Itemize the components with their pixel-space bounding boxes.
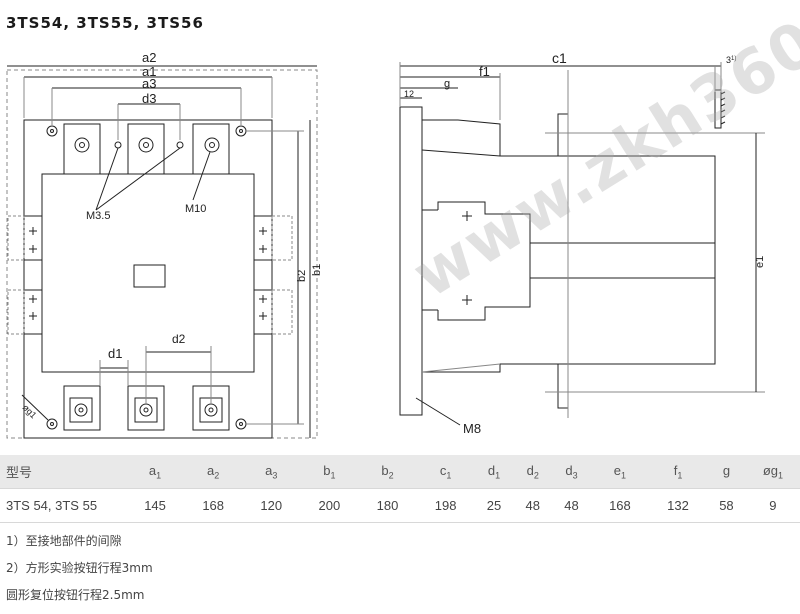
table-row: 3TS 54, 3TS 55 145 168 120 200 180 198 2… xyxy=(0,488,800,523)
header-cell: d2 xyxy=(513,455,553,489)
footnote-2: 2）方形实验按钮行程3mm xyxy=(6,561,153,575)
header-cell: c1 xyxy=(416,455,475,489)
page-title: 3TS54, 3TS55, 3TS56 xyxy=(6,14,204,32)
footnotes: 1）至接地部件的间隙 2）方形实验按钮行程3mm 圆形复位按钮行程2.5mm xyxy=(6,530,153,611)
dim-c1: c1 xyxy=(552,50,567,66)
dim-b2: b2 xyxy=(296,270,308,282)
dim-b1: b1 xyxy=(311,264,323,276)
header-cell: d1 xyxy=(474,455,514,489)
table-cell: 198 xyxy=(416,488,475,523)
header-cell: 型号 xyxy=(0,455,126,489)
dim-d1: d1 xyxy=(108,346,122,361)
header-cell: e1 xyxy=(590,455,649,489)
dim-a1: a1 xyxy=(142,64,156,79)
side-view xyxy=(399,62,765,426)
table-cell: 9 xyxy=(745,488,800,523)
dim-a3: a3 xyxy=(142,76,156,91)
table-cell: 48 xyxy=(552,488,591,523)
callout-m35: M3.5 xyxy=(86,210,110,222)
dim-e1: e1 xyxy=(754,256,766,268)
header-cell: d3 xyxy=(552,455,591,489)
dim-f1: f1 xyxy=(479,64,490,79)
table-cell-model: 3TS 54, 3TS 55 xyxy=(0,488,126,523)
header-cell: g xyxy=(707,455,746,489)
dimension-table: 型号 a1 a2 a3 b1 b2 c1 d1 d2 d3 e1 f1 g øg… xyxy=(0,455,800,523)
header-cell: øg1 xyxy=(745,455,800,489)
dim-g: g xyxy=(444,78,450,90)
dimension-drawing: a2 a1 a3 d3 b2 b1 d1 d2 øg1 M3.5 M10 c1 … xyxy=(6,50,766,439)
callout-m8: M8 xyxy=(463,421,481,436)
dim-d3: d3 xyxy=(142,91,156,106)
header-cell: a3 xyxy=(242,455,301,489)
header-cell: a2 xyxy=(184,455,243,489)
dim-3-footnote: 1) xyxy=(731,56,736,62)
table-header-row: 型号 a1 a2 a3 b1 b2 c1 d1 d2 d3 e1 f1 g øg… xyxy=(0,455,800,489)
header-cell: b1 xyxy=(300,455,359,489)
table-cell: 120 xyxy=(242,488,301,523)
header-cell: a1 xyxy=(126,455,185,489)
table-cell: 180 xyxy=(358,488,417,523)
callout-m10: M10 xyxy=(185,203,206,215)
dim-a2: a2 xyxy=(142,50,156,65)
header-cell: f1 xyxy=(648,455,708,489)
table-cell: 58 xyxy=(707,488,746,523)
table-cell: 132 xyxy=(648,488,708,523)
footnote-1: 1）至接地部件的间隙 xyxy=(6,534,122,548)
dim-3: 3 xyxy=(726,55,731,65)
table-cell: 48 xyxy=(513,488,553,523)
dim-12: 12 xyxy=(404,89,414,99)
dim-g1: øg1 xyxy=(21,402,39,420)
front-view xyxy=(6,65,318,439)
header-cell: b2 xyxy=(358,455,417,489)
table-cell: 25 xyxy=(474,488,514,523)
table-cell: 168 xyxy=(184,488,243,523)
footnote-3: 圆形复位按钮行程2.5mm xyxy=(6,588,145,602)
table-cell: 200 xyxy=(300,488,359,523)
table-cell: 168 xyxy=(590,488,649,523)
dim-d2: d2 xyxy=(172,332,186,346)
table-cell: 145 xyxy=(126,488,185,523)
